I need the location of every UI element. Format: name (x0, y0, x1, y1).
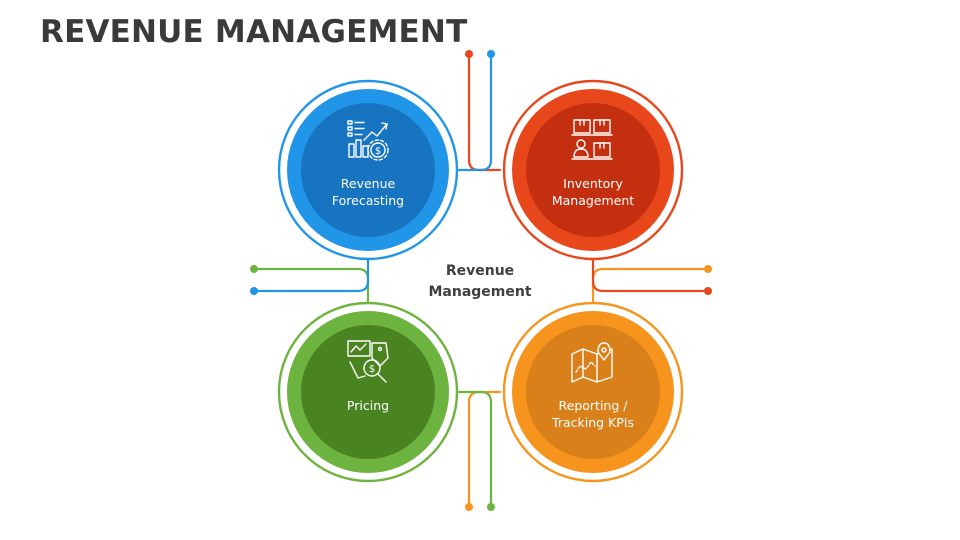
center-label-line: Management (428, 284, 532, 300)
connector-dot (465, 50, 473, 58)
node-label-line: Reporting / (558, 398, 628, 413)
node-label-line: Management (551, 193, 635, 208)
node-inventory-management (502, 79, 684, 261)
connector-dot (704, 287, 712, 295)
node-label-line: Pricing (346, 398, 390, 413)
right-connector-orange (591, 267, 710, 303)
page-title: REVENUE MANAGEMENT (40, 14, 468, 50)
connector-dot (704, 265, 712, 273)
kpi-map-icon (571, 342, 613, 383)
node-revenue-forecasting: $ (277, 79, 459, 261)
top-connector-red (467, 52, 502, 172)
node-label-line: Revenue (340, 176, 396, 191)
svg-text:$: $ (369, 364, 375, 375)
node-label-line: Inventory (563, 176, 623, 191)
node-label-line: Forecasting (331, 193, 405, 208)
forecast-chart-icon: $ (347, 120, 389, 161)
left-connector-blue (252, 257, 370, 293)
bottom-connector-orange (467, 390, 502, 509)
node-label-pricing: Pricing (298, 397, 438, 414)
top-connector-blue (457, 52, 493, 172)
node-label-inventory-management: Inventory Management (523, 175, 663, 209)
node-label-line: Tracking KPIs (552, 415, 634, 430)
left-connector-green (252, 267, 370, 303)
node-reporting-tracking-kpis (502, 301, 684, 483)
center-label-line: Revenue (445, 263, 515, 279)
connector-dot (465, 503, 473, 511)
connector-dot (487, 503, 495, 511)
right-connector-red (591, 257, 710, 293)
node-label-revenue-forecasting: Revenue Forecasting (298, 175, 438, 209)
node-label-reporting-tracking-kpis: Reporting / Tracking KPIs (523, 397, 663, 431)
svg-text:$: $ (375, 146, 381, 157)
connector-dot (487, 50, 495, 58)
bottom-connector-green (457, 390, 493, 509)
connector-dot (250, 287, 258, 295)
node-pricing: $ (277, 301, 459, 483)
inventory-boxes-icon (571, 119, 613, 160)
connector-dot (250, 265, 258, 273)
pricing-dollar-icon: $ (347, 340, 389, 383)
center-label: Revenue Management (400, 261, 560, 303)
